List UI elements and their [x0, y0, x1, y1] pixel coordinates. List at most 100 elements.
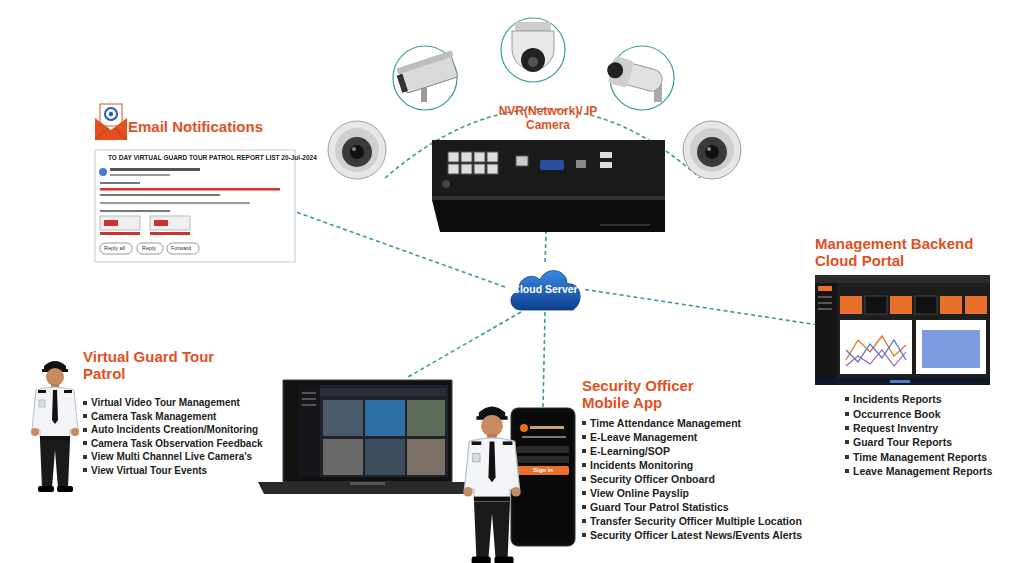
- nvr-device: [600, 162, 612, 168]
- email-subject: TO DAY VIRTUAL GUARD TOUR PATROL REPORT …: [108, 154, 317, 161]
- laptop: [302, 398, 316, 400]
- feature-list: Incidents ReportsOccurrence BookRequest …: [845, 392, 992, 478]
- ptz-camera: [528, 57, 538, 67]
- bullet-camera: [604, 46, 674, 110]
- feature-item: Request Inventry: [845, 421, 992, 435]
- email-screenshot: [100, 243, 132, 254]
- email-screenshot: [100, 210, 170, 212]
- dashed-connector: [406, 312, 521, 378]
- feature-text: Security Officer Onboard: [590, 473, 715, 485]
- mobile-phone: [511, 408, 575, 546]
- feature-item: Camera Task Observation Feedback: [83, 437, 263, 451]
- portal-screenshot: [965, 296, 987, 314]
- portal-screenshot: [818, 308, 832, 310]
- nvr-device: [448, 152, 459, 162]
- feature-item: Guard Tour Reports: [845, 435, 992, 449]
- feature-item: Occurrence Book: [845, 406, 992, 420]
- email-screenshot: [100, 232, 140, 235]
- feature-item: Virtual Video Tour Management: [83, 396, 263, 410]
- feature-item: View Online Payslip: [582, 486, 802, 500]
- nvr-device: [432, 140, 665, 232]
- email-screenshot: [167, 243, 199, 254]
- email-screenshot: [150, 216, 190, 230]
- mobile-phone: [530, 426, 564, 429]
- portal-screenshot: [818, 296, 832, 298]
- email-button: Forward: [171, 245, 191, 251]
- portal-screenshot: [922, 330, 980, 368]
- dome-camera: [697, 137, 727, 167]
- portal-screenshot: [840, 320, 912, 374]
- bullet-square: [582, 421, 586, 425]
- laptop: [298, 385, 448, 477]
- portal-screenshot: [846, 350, 906, 366]
- bullet-square: [845, 397, 849, 401]
- email-icon: [100, 104, 122, 126]
- nvr-device: [432, 196, 665, 200]
- node-heading: Management Backend Cloud Portal: [815, 235, 990, 270]
- feature-text: Guard Tour Reports: [853, 436, 952, 448]
- dashed-connector: [585, 290, 815, 325]
- feature-item: Security Officer Onboard: [582, 472, 802, 486]
- portal-screenshot: [815, 275, 990, 385]
- email-icon: [95, 128, 127, 140]
- feature-item: View Virtual Tour Events: [83, 464, 263, 478]
- dashed-connector: [543, 312, 545, 408]
- bullet-square: [845, 426, 849, 430]
- portal-node: Management Backend Cloud PortalIncidents…: [815, 275, 990, 385]
- laptop: [407, 400, 445, 436]
- email-icon: [95, 118, 127, 140]
- email-screenshot: [100, 194, 220, 196]
- portal-screenshot: [890, 380, 910, 383]
- bullet-square: [582, 435, 586, 439]
- nvr-device: [432, 140, 665, 200]
- laptop: [365, 439, 405, 475]
- bullet-square: [582, 505, 586, 509]
- email-screenshot: [154, 220, 168, 226]
- feature-item: Guard Tour Patrol Statistics: [582, 500, 802, 514]
- feature-item: E-Leave Management: [582, 430, 802, 444]
- feature-text: Security Officer Latest News/Events Aler…: [590, 529, 802, 541]
- laptop: [298, 385, 320, 477]
- node-heading: Email Notifications: [128, 118, 308, 135]
- bullet-square: [83, 455, 87, 459]
- feature-item: Time Attendance Management: [582, 416, 802, 430]
- dashed-connector: [295, 212, 505, 287]
- nvr-device: [600, 224, 650, 226]
- bullet-square: [582, 519, 586, 523]
- laptop: [407, 439, 445, 475]
- feature-item: Camera Task Management: [83, 410, 263, 424]
- feature-item: Incidents Reports: [845, 392, 992, 406]
- laptop: [323, 400, 363, 436]
- feature-item: Leave Management Reports: [845, 464, 992, 478]
- feature-text: View Online Payslip: [590, 487, 689, 499]
- email-screenshot: [150, 232, 190, 235]
- bullet-square: [582, 477, 586, 481]
- email-screenshot: [104, 220, 118, 226]
- email-icon: [95, 104, 127, 140]
- node-heading: NVR(Network)/ IP Camera: [493, 105, 603, 133]
- feature-text: Transfer Security Officer Multiple Locat…: [590, 515, 802, 527]
- laptop: [320, 388, 446, 396]
- feature-text: E-Learning/SOP: [590, 445, 670, 457]
- nvr-device: [600, 152, 612, 158]
- phone-button-text: Sign in: [517, 467, 569, 474]
- nvr-device: [432, 200, 665, 232]
- nvr-device: [540, 160, 564, 170]
- email-icon: [105, 108, 117, 120]
- feature-text: Incidents Monitoring: [590, 459, 693, 471]
- dashed-connector: [545, 232, 546, 262]
- feature-item: E-Learning/SOP: [582, 444, 802, 458]
- email-button: Reply all: [104, 245, 125, 251]
- box-camera: [393, 46, 460, 110]
- dome-camera: [683, 121, 741, 179]
- ptz-camera: [501, 18, 565, 82]
- portal-screenshot: [815, 275, 990, 385]
- mobile-phone: [522, 436, 566, 438]
- feature-text: Request Inventry: [853, 422, 938, 434]
- mobile-phone: [511, 408, 575, 546]
- mobile-phone: [520, 424, 528, 432]
- feature-text: Camera Task Management: [91, 411, 216, 422]
